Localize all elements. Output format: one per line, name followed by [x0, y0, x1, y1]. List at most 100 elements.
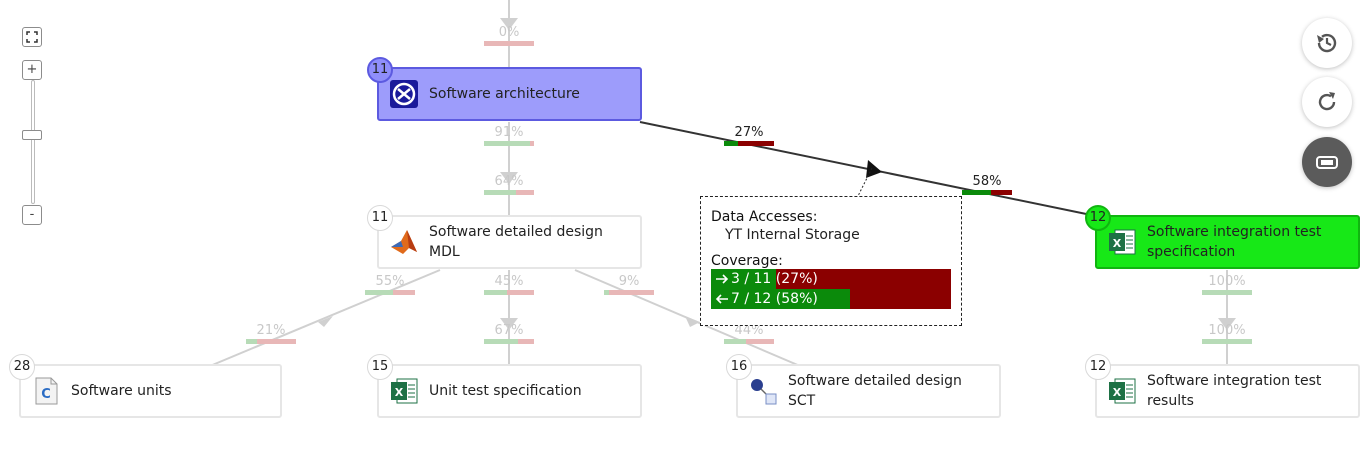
count-badge: 11 — [367, 205, 393, 231]
pct-mdl-in: 64% — [484, 175, 534, 195]
node-software-units[interactable]: 28 C Software units — [9, 354, 282, 418]
statechart-icon — [748, 376, 778, 406]
fit-screen-button[interactable] — [22, 27, 42, 47]
excel-icon: X — [389, 376, 419, 406]
coverage-forward-row: 3 / 11 (27%) — [711, 269, 951, 289]
node-label: Software architecture — [429, 86, 580, 102]
zoom-in-button[interactable]: + — [22, 60, 42, 80]
pct-text: 100% — [1208, 274, 1246, 289]
coverage-fill — [711, 289, 851, 309]
coverage-forward-text: 3 / 11 (27%) — [731, 271, 818, 287]
node-software-integration-test-specification[interactable]: 12 X Software integration test specifica… — [1085, 205, 1360, 269]
pct-top-in: 0% — [484, 26, 534, 46]
coverage-fill — [711, 269, 776, 289]
coverage-fill — [365, 290, 393, 295]
node-label: Software detailed design SCT — [788, 373, 962, 409]
pct-arch-link-in: 58% — [962, 175, 1012, 195]
pct-sct-in: 44% — [724, 324, 774, 344]
refresh-button[interactable] — [1302, 77, 1352, 127]
node-label: Software detailed design MDL — [429, 224, 603, 260]
excel-icon: X — [1107, 376, 1137, 406]
tooltip-accesses-value: YT Internal Storage — [725, 227, 860, 243]
node-label: Software units — [71, 383, 172, 399]
arrow-mdl-in — [500, 172, 518, 184]
coverage-bar — [1202, 290, 1252, 295]
coverage-bar — [365, 290, 415, 295]
tooltip-coverage-heading: Coverage: — [711, 253, 783, 269]
coverage-summary: 3 / 11 (27%) 7 / 12 (58%) — [711, 269, 951, 309]
pct-text: 9% — [618, 274, 640, 289]
toggle-view-button[interactable] — [1302, 137, 1352, 187]
edge-tooltip: Data Accesses: YT Internal Storage Cover… — [700, 196, 962, 326]
coverage-fill — [246, 339, 257, 344]
pct-arch-out: 91% — [484, 126, 534, 146]
pct-units-in: 21% — [246, 324, 296, 344]
zoom-out-button[interactable]: - — [22, 205, 42, 225]
node-software-detailed-design-sct[interactable]: 16 Software detailed design SCT — [726, 354, 1001, 418]
pct-text: 67% — [494, 323, 524, 338]
coverage-fill — [484, 190, 516, 195]
history-button[interactable] — [1302, 18, 1352, 68]
pct-mdl-units-out: 55% — [365, 275, 415, 295]
node-label: Software integration test specification — [1147, 224, 1322, 260]
node-label: Software integration test results — [1147, 373, 1322, 409]
svg-text:X: X — [395, 386, 404, 399]
coverage-bar — [246, 339, 296, 344]
coverage-bar — [484, 41, 534, 46]
coverage-bar — [1202, 339, 1252, 344]
arrow-top — [500, 18, 518, 30]
node-software-detailed-design-mdl[interactable]: 11 Software detailed design MDL — [367, 205, 642, 269]
arrow-itres-in — [1218, 318, 1236, 330]
coverage-fill — [604, 290, 609, 295]
node-software-integration-test-results[interactable]: 12 X Software integration test results — [1085, 354, 1360, 418]
coverage-fill — [1202, 290, 1252, 295]
pct-itspec-out: 100% — [1202, 275, 1252, 295]
coverage-bar — [484, 141, 534, 146]
pct-text: 58% — [972, 174, 1002, 189]
node-label: Unit test specification — [429, 383, 582, 399]
tooltip-connector — [857, 167, 873, 197]
zoom-slider-handle[interactable] — [22, 130, 42, 141]
coverage-backward-row: 7 / 12 (58%) — [711, 289, 951, 309]
coverage-bar — [484, 290, 534, 295]
svg-text:C: C — [41, 387, 51, 402]
architecture-icon — [389, 79, 419, 109]
pct-itres-in: 100% — [1202, 324, 1252, 344]
pct-text: 91% — [494, 125, 524, 140]
pct-text: 55% — [375, 274, 405, 289]
coverage-fill — [484, 290, 507, 295]
count-badge: 12 — [1085, 205, 1111, 231]
node-software-architecture[interactable]: 11 Software architecture — [367, 57, 642, 121]
toggle-icon — [1316, 156, 1338, 169]
pct-text: 64% — [494, 174, 524, 189]
coverage-backward-text: 7 / 12 (58%) — [731, 291, 818, 307]
arrow-right-icon — [716, 274, 729, 284]
pct-text: 0% — [498, 25, 520, 40]
node-unit-test-specification[interactable]: 15 X Unit test specification — [367, 354, 642, 418]
coverage-fill — [484, 339, 518, 344]
svg-text:X: X — [1113, 237, 1122, 250]
coverage-fill — [962, 190, 991, 195]
coverage-bar — [604, 290, 654, 295]
arrow-utest-in — [500, 318, 518, 330]
arrow-sct-in — [685, 316, 700, 327]
count-badge: 28 — [9, 354, 35, 380]
pct-text: 21% — [256, 323, 286, 338]
pct-text: 44% — [734, 323, 764, 338]
fit-screen-icon — [26, 31, 38, 43]
coverage-bar — [484, 190, 534, 195]
arrow-arch-itspec — [866, 160, 882, 178]
coverage-bar — [962, 190, 1012, 195]
refresh-icon — [1318, 92, 1336, 111]
pct-utest-in: 67% — [484, 324, 534, 344]
coverage-fill — [484, 141, 530, 146]
tooltip-accesses-heading: Data Accesses: — [711, 209, 818, 225]
pct-text: 45% — [494, 274, 524, 289]
zoom-slider-track[interactable] — [31, 80, 35, 204]
coverage-bar — [724, 339, 774, 344]
count-badge: 11 — [367, 57, 393, 83]
coverage-fill — [1202, 339, 1252, 344]
coverage-bar — [484, 339, 534, 344]
